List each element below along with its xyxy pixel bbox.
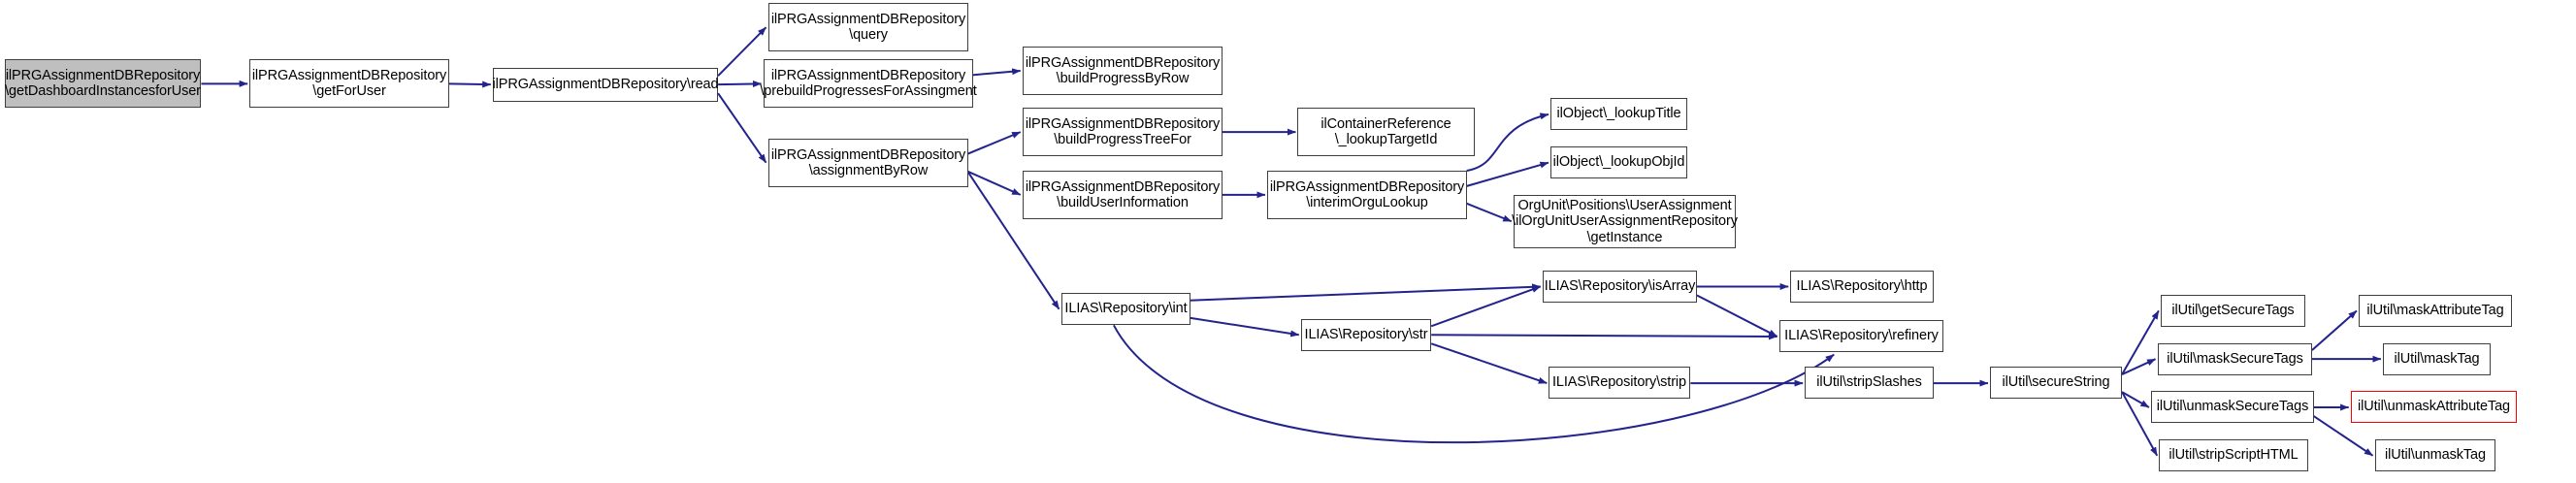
node-label-line: OrgUnit\Positions\UserAssignment (1517, 197, 1732, 213)
node-label-line: ilPRGAssignmentDBRepository (770, 146, 966, 163)
graph-edge-secureString-to-getSecureTags (2121, 309, 2160, 375)
node-label-line: ilUtil\stripSlashes (1816, 374, 1922, 391)
node-label-line: \getDashboardInstancesforUser (5, 83, 201, 99)
graph-edge-read-to-assignmentByRow (717, 92, 767, 164)
graph-node-unmaskTag[interactable]: ilUtil\unmaskTag (2375, 439, 2495, 471)
graph-node-query[interactable]: ilPRGAssignmentDBRepository\query (768, 3, 968, 51)
graph-edge-interimOrguLookup-to-getInstance (1466, 202, 1513, 223)
graph-node-stripScriptHTML[interactable]: ilUtil\stripScriptHTML (2159, 439, 2308, 471)
node-label-line: ILIAS\Repository\str (1304, 327, 1428, 343)
node-label-line: ilObject\_lookupObjId (1552, 154, 1685, 171)
graph-node-getDashboardInstancesforUser[interactable]: ilPRGAssignmentDBRepository\getDashboard… (5, 59, 201, 108)
graph-node-buildUserInformation[interactable]: ilPRGAssignmentDBRepository\buildUserInf… (1023, 171, 1223, 219)
graph-node-repo-strip[interactable]: ILIAS\Repository\strip (1549, 367, 1690, 399)
node-label-line: ilPRGAssignmentDBRepository (1025, 54, 1221, 71)
graph-node-repo-refinery[interactable]: ILIAS\Repository\refinery (1779, 320, 1943, 352)
graph-edge-repo-int-to-repo-str (1190, 316, 1300, 338)
node-label-line: ilUtil\stripScriptHTML (2168, 447, 2299, 464)
graph-node-repo-isArray[interactable]: ILIAS\Repository\isArray (1543, 271, 1697, 303)
node-label-line: ILIAS\Repository\http (1796, 278, 1928, 295)
node-label-line: ilUtil\unmaskTag (2385, 447, 2486, 464)
graph-edge-read-to-query (717, 26, 767, 77)
graph-node-prebuildProgressesForAssingment[interactable]: ilPRGAssignmentDBRepository\prebuildProg… (760, 59, 977, 108)
graph-edge-repo-str-to-repo-refinery (1431, 333, 1778, 340)
graph-edge-repo-int-to-repo-refinery (1113, 324, 1835, 444)
graph-node-buildProgressTreeFor[interactable]: ilPRGAssignmentDBRepository\buildProgres… (1023, 108, 1223, 156)
node-label-line: ilUtil\maskSecureTags (2167, 351, 2303, 368)
graph-node-stripSlashes[interactable]: ilUtil\stripSlashes (1805, 367, 1934, 399)
node-label-line: ilPRGAssignmentDBRepository (770, 11, 966, 27)
graph-edge-assignmentByRow-to-buildProgressTreeFor (966, 131, 1022, 155)
node-label-line: ilUtil\secureString (2002, 374, 2110, 391)
node-label-line: ilUtil\maskTag (2394, 351, 2480, 368)
node-label-line: ILIAS\Repository\strip (1551, 374, 1687, 391)
graph-node-getForUser[interactable]: ilPRGAssignmentDBRepository\getForUser (249, 59, 449, 108)
graph-node-assignmentByRow[interactable]: ilPRGAssignmentDBRepository\assignmentBy… (768, 139, 968, 187)
graph-edge-secureString-to-maskSecureTags (2121, 358, 2156, 375)
node-label-line: \buildProgressByRow (1056, 71, 1190, 86)
graph-node-repo-str[interactable]: ILIAS\Repository\str (1301, 319, 1431, 351)
graph-node-repo-http[interactable]: ILIAS\Repository\http (1790, 271, 1934, 303)
graph-node-getInstance[interactable]: OrgUnit\Positions\UserAssignment\ilOrgUn… (1512, 195, 1738, 248)
graph-node-lookupTargetId[interactable]: ilContainerReference\_lookupTargetId (1297, 108, 1475, 156)
graph-node-lookupTitle[interactable]: ilObject\_lookupTitle (1550, 98, 1687, 130)
graph-edge-repo-int-to-repo-isArray (1190, 283, 1542, 302)
node-label-line: ilObject\_lookupTitle (1556, 106, 1681, 122)
graph-edge-interimOrguLookup-to-lookupTitle (1466, 113, 1549, 172)
graph-node-maskAttributeTag[interactable]: ilUtil\maskAttributeTag (2359, 295, 2512, 327)
node-label-line: \buildUserInformation (1057, 195, 1189, 210)
graph-edge-getForUser-to-read (448, 80, 492, 88)
node-label-line: ILIAS\Repository\int (1064, 301, 1188, 317)
graph-node-buildProgressByRow[interactable]: ilPRGAssignmentDBRepository\buildProgres… (1023, 47, 1223, 95)
node-label-line: \getInstance (1586, 229, 1663, 245)
node-label-line: ilUtil\unmaskSecureTags (2156, 399, 2309, 415)
graph-node-unmaskSecureTags[interactable]: ilUtil\unmaskSecureTags (2151, 391, 2314, 423)
node-label-line: ilPRGAssignmentDBRepository (770, 67, 966, 83)
node-label-line: ilUtil\unmaskAttributeTag (2357, 399, 2511, 415)
node-label-line: ilPRGAssignmentDBRepository (1025, 178, 1221, 195)
node-label-line: ilPRGAssignmentDBRepository (251, 67, 447, 83)
graph-node-lookupObjId[interactable]: ilObject\_lookupObjId (1550, 146, 1687, 178)
node-label-line: ilPRGAssignmentDBRepository (5, 67, 201, 83)
node-label-line: ilPRGAssignmentDBRepository (1269, 178, 1465, 195)
node-label-line: ILIAS\Repository\isArray (1544, 278, 1696, 295)
graph-edge-repo-isArray-to-repo-refinery (1696, 294, 1778, 338)
node-label-line: ilPRGAssignmentDBRepository (1025, 115, 1221, 132)
node-label-line: \assignmentByRow (808, 163, 929, 178)
node-label-line: \buildProgressTreeFor (1054, 132, 1191, 147)
graph-edge-read-to-prebuildProgressesForAssingment (718, 80, 762, 87)
graph-edge-repo-str-to-repo-isArray (1430, 285, 1542, 328)
graph-node-maskSecureTags[interactable]: ilUtil\maskSecureTags (2158, 343, 2312, 375)
node-label-line: ilPRGAssignmentDBRepository\read (492, 77, 719, 93)
graph-node-getSecureTags[interactable]: ilUtil\getSecureTags (2161, 295, 2305, 327)
graph-edge-repo-str-to-repo-strip (1430, 342, 1548, 385)
graph-node-maskTag[interactable]: ilUtil\maskTag (2383, 343, 2491, 375)
graph-node-read[interactable]: ilPRGAssignmentDBRepository\read (492, 68, 719, 102)
node-label-line: ILIAS\Repository\refinery (1784, 328, 1939, 344)
graph-edge-maskSecureTags-to-maskAttributeTag (2311, 309, 2358, 351)
graph-node-repo-int[interactable]: ILIAS\Repository\int (1061, 293, 1190, 325)
node-label-line: \getForUser (312, 83, 386, 99)
node-label-line: \query (849, 27, 888, 43)
node-label-line: \ilOrgUnitUserAssignmentRepository (1512, 213, 1738, 230)
graph-edge-interimOrguLookup-to-lookupObjId (1466, 161, 1549, 187)
graph-edge-prebuildProgressesForAssingment-to-buildProgressByRow (972, 68, 1022, 77)
node-label-line: \prebuildProgressesForAssingment (760, 83, 977, 99)
graph-edge-secureString-to-unmaskSecureTags (2121, 391, 2150, 408)
node-label-line: ilContainerReference (1321, 115, 1451, 132)
graph-node-secureString[interactable]: ilUtil\secureString (1990, 367, 2122, 399)
node-label-line: \_lookupTargetId (1334, 132, 1438, 147)
graph-node-interimOrguLookup[interactable]: ilPRGAssignmentDBRepository\interimOrguL… (1267, 171, 1467, 219)
node-label-line: ilUtil\maskAttributeTag (2366, 303, 2504, 319)
node-label-line: \interimOrguLookup (1306, 195, 1428, 210)
node-label-line: ilUtil\getSecureTags (2171, 303, 2295, 319)
graph-edge-assignmentByRow-to-buildUserInformation (966, 170, 1022, 196)
graph-node-unmaskAttributeTag[interactable]: ilUtil\unmaskAttributeTag (2351, 391, 2517, 423)
